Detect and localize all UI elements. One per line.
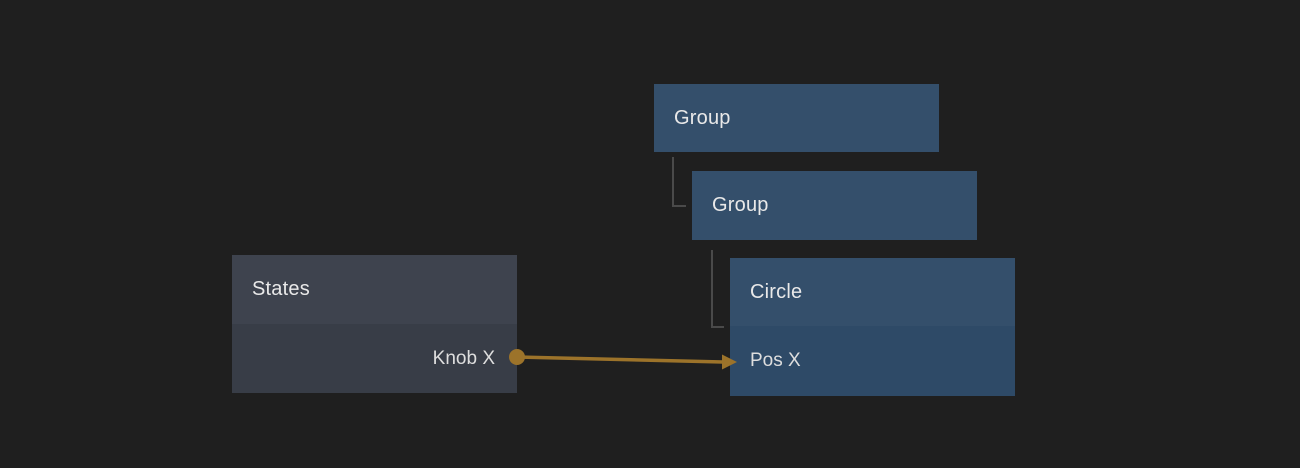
output-port-dot[interactable] — [509, 349, 525, 365]
tree-connector-group1-group2 — [672, 157, 686, 207]
node-group-2[interactable]: Group — [692, 171, 977, 240]
node-title: Group — [712, 194, 769, 216]
node-circle[interactable]: Circle Pos X — [730, 258, 1015, 396]
wire-knobx-to-posx[interactable] — [516, 355, 724, 364]
port-knob-x[interactable]: Knob X — [232, 324, 517, 393]
node-title: States — [252, 278, 310, 300]
node-title: Group — [674, 106, 731, 129]
node-states[interactable]: States Knob X — [232, 255, 517, 393]
port-pos-x[interactable]: Pos X — [730, 326, 1015, 396]
node-group-1-title-bar[interactable]: Group — [654, 84, 939, 152]
node-group-2-title-bar[interactable]: Group — [692, 171, 977, 240]
node-states-title-bar[interactable]: States — [232, 255, 517, 324]
port-label: Knob X — [432, 347, 495, 369]
wire-arrowhead-icon — [722, 354, 737, 370]
node-states-body: Knob X — [232, 324, 517, 393]
node-circle-body: Pos X — [730, 326, 1015, 396]
node-circle-title-bar[interactable]: Circle — [730, 258, 1015, 326]
node-title: Circle — [750, 280, 803, 303]
tree-connector-group2-circle — [711, 250, 724, 328]
node-group-1[interactable]: Group — [654, 84, 939, 152]
port-label: Pos X — [750, 350, 801, 371]
